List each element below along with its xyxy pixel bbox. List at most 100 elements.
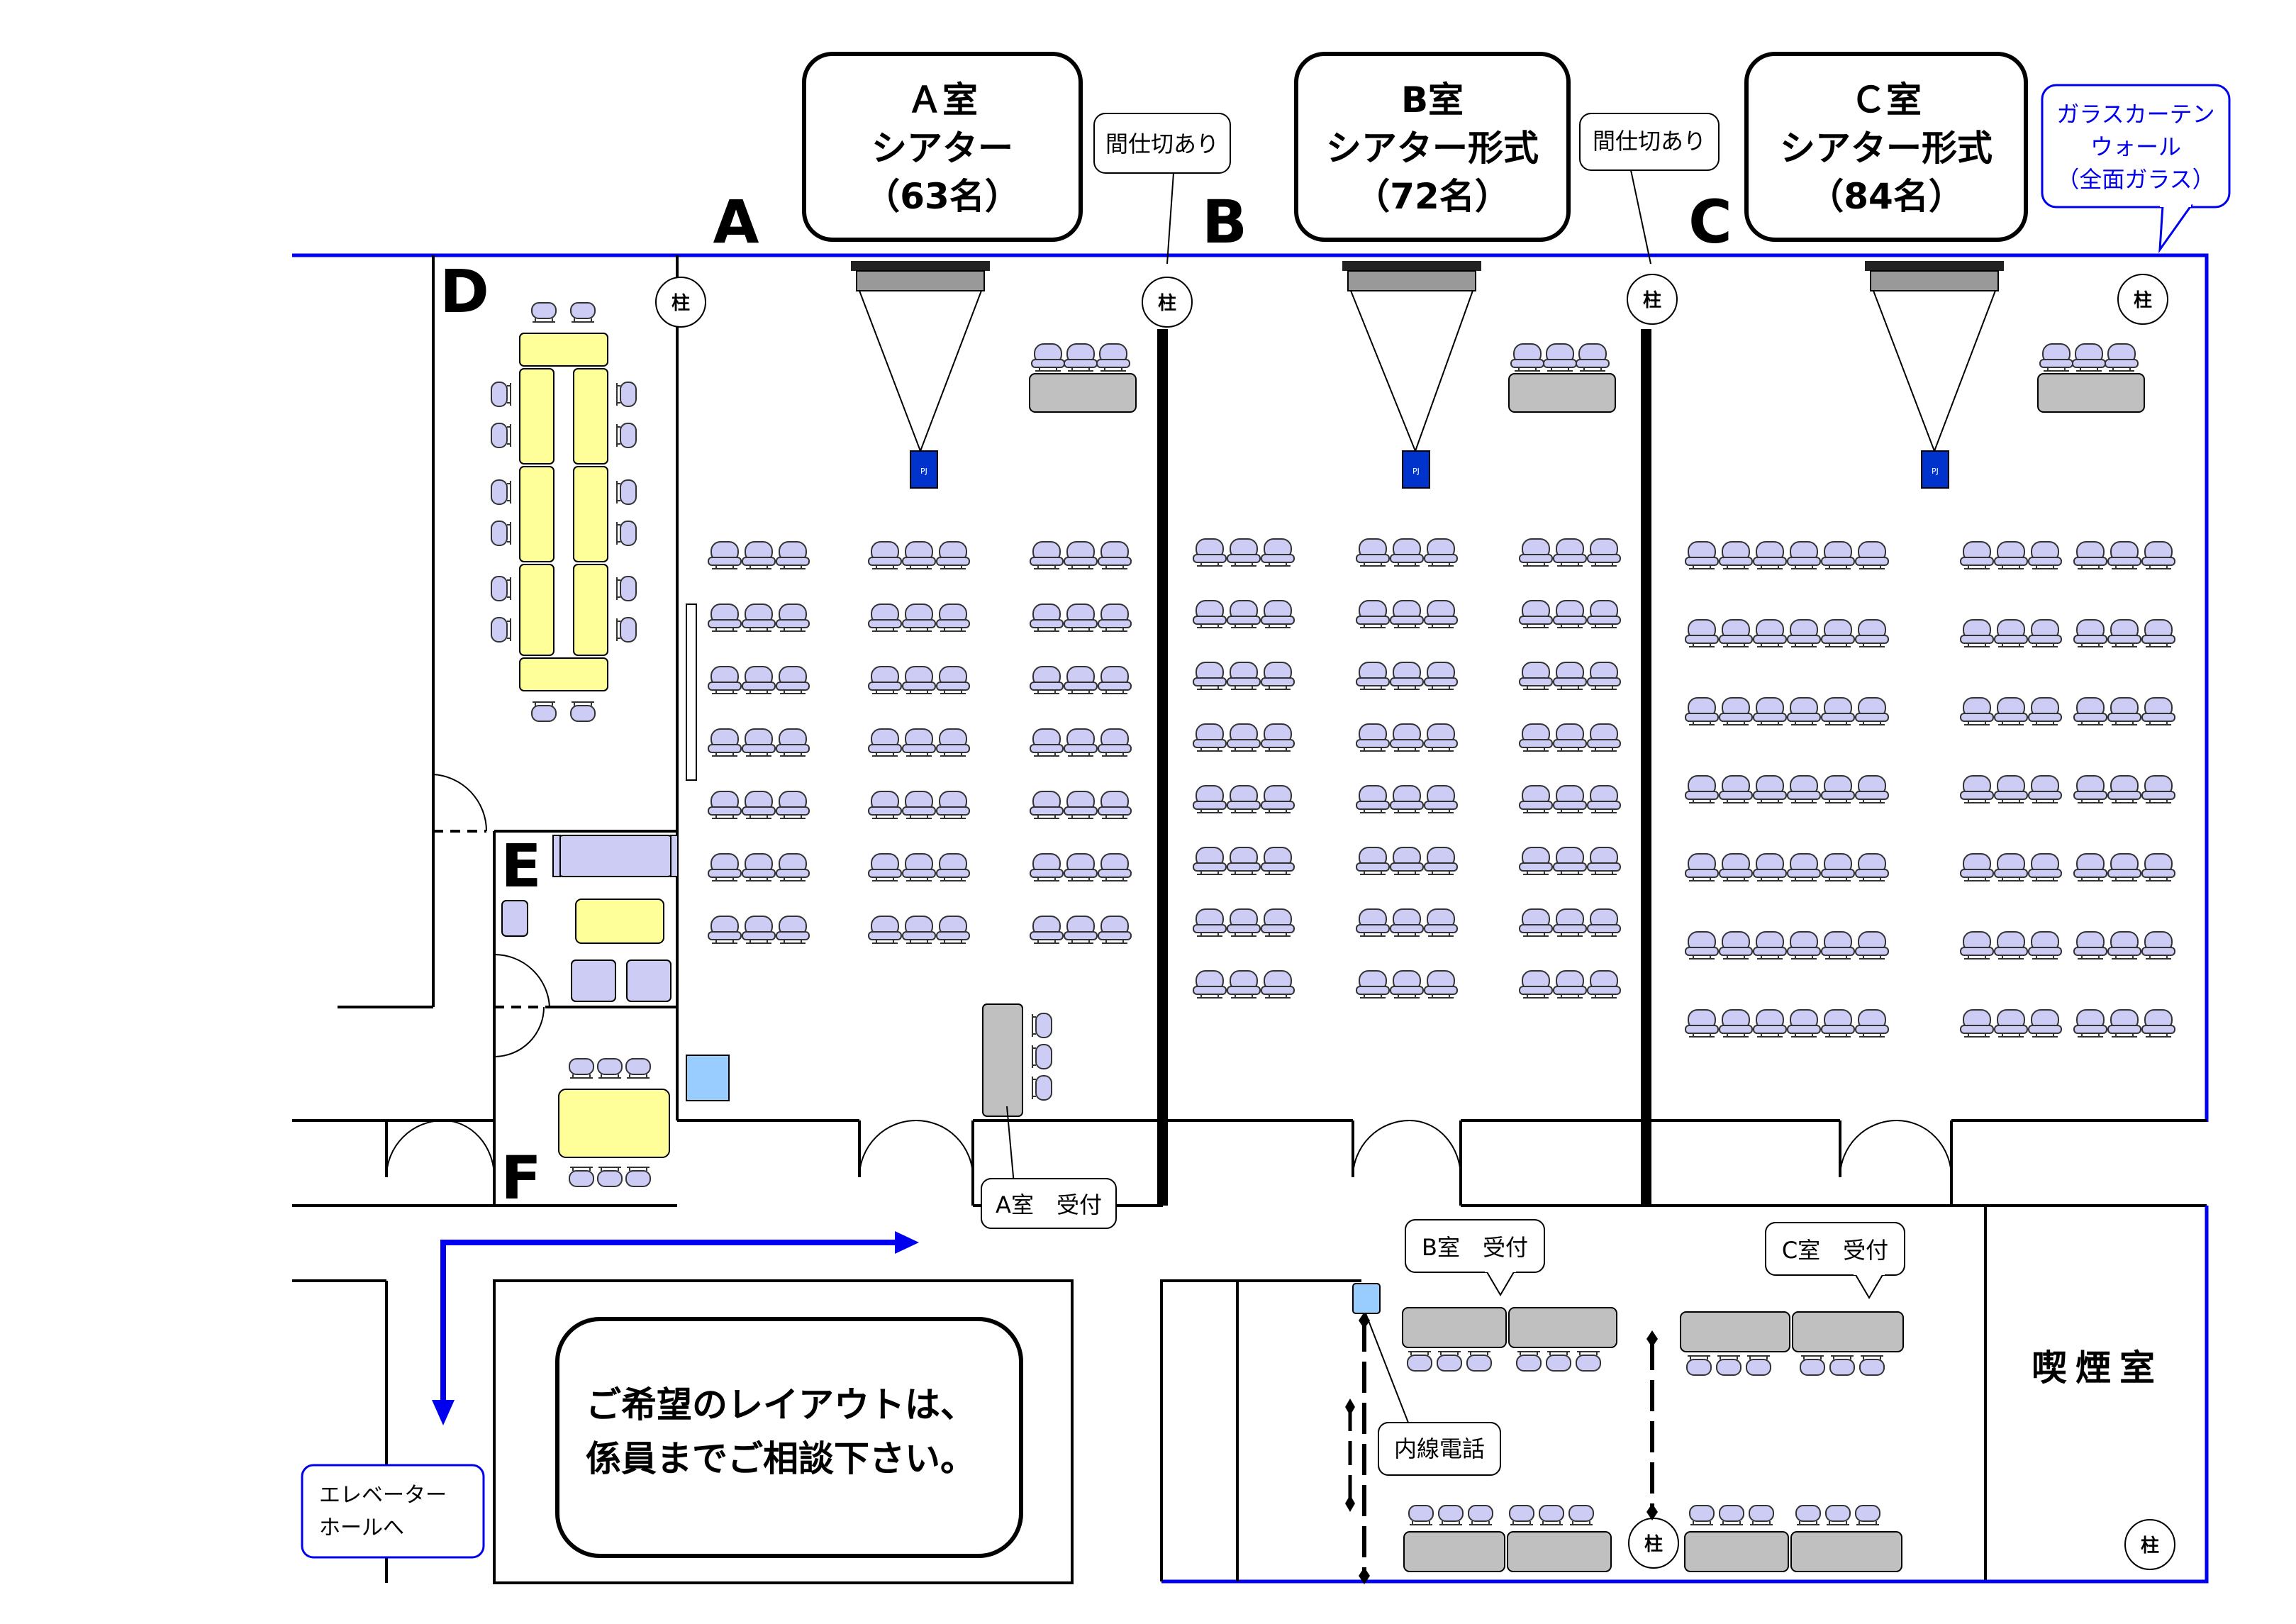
chair	[902, 604, 936, 632]
room-letter-c: C	[1688, 187, 1732, 257]
chair	[2141, 1009, 2175, 1038]
chair	[1424, 662, 1458, 690]
chair	[2107, 697, 2141, 725]
chair	[1553, 847, 1587, 875]
svg-text:ホールへ: ホールへ	[319, 1515, 404, 1540]
chair	[2141, 697, 2175, 725]
chair	[868, 916, 902, 944]
chair	[1064, 666, 1098, 694]
chair	[1753, 697, 1787, 725]
chair	[1719, 619, 1753, 647]
chair	[1855, 541, 1889, 569]
chair	[776, 791, 810, 819]
chair	[1390, 538, 1424, 567]
svg-text:ウォール: ウォール	[2090, 133, 2181, 160]
chair	[1261, 538, 1295, 567]
chair	[776, 916, 810, 944]
chair	[1030, 791, 1064, 819]
chair	[708, 853, 742, 881]
chair	[708, 541, 742, 569]
chair	[1356, 538, 1390, 567]
chair	[1685, 697, 1719, 725]
chair	[1719, 1009, 1753, 1038]
chair	[1227, 538, 1261, 567]
pillar-3: 柱	[1627, 274, 1678, 325]
chair	[902, 791, 936, 819]
partition-bc	[1641, 329, 1651, 1206]
chair	[2141, 541, 2175, 569]
chair	[1821, 1009, 1855, 1038]
chair	[1685, 775, 1719, 803]
chair	[1519, 538, 1553, 567]
chair	[1519, 847, 1553, 875]
chair	[1821, 775, 1855, 803]
chair	[1753, 619, 1787, 647]
chair	[2107, 853, 2141, 881]
chair	[1227, 662, 1261, 690]
chair	[1193, 908, 1227, 937]
chair	[868, 604, 902, 632]
chair	[1855, 931, 1889, 960]
chair	[1519, 908, 1553, 937]
partition-note-bc: 間仕切あり	[1579, 113, 1720, 265]
chair	[1227, 970, 1261, 999]
chair	[2141, 619, 2175, 647]
pillars: 柱 柱 柱 柱 柱 柱	[655, 274, 2175, 1570]
chair	[902, 728, 936, 757]
chair	[936, 728, 970, 757]
seating-room-c	[1685, 541, 2175, 1038]
svg-text:間仕切あり: 間仕切あり	[1105, 130, 1219, 157]
pillar-4: 柱	[2117, 274, 2168, 325]
chair	[1261, 600, 1295, 628]
chair	[1261, 908, 1295, 937]
chair	[1193, 847, 1227, 875]
chair	[1193, 970, 1227, 999]
chair	[1960, 931, 1994, 960]
chair	[1787, 697, 1821, 725]
chair	[1098, 604, 1132, 632]
chair	[1587, 600, 1621, 628]
chair	[1356, 847, 1390, 875]
chair	[1821, 541, 1855, 569]
chair	[1821, 619, 1855, 647]
chair	[1855, 853, 1889, 881]
chair	[1227, 908, 1261, 937]
chair	[1261, 662, 1295, 690]
chair	[1587, 662, 1621, 690]
chair	[1519, 723, 1553, 752]
chair	[1685, 931, 1719, 960]
elevator-hall-note: エレベーター ホールへ	[301, 1464, 485, 1559]
chair	[1390, 908, 1424, 937]
chair	[1098, 916, 1132, 944]
chair	[1064, 604, 1098, 632]
chair	[1098, 853, 1132, 881]
chair	[1685, 619, 1719, 647]
chair	[1960, 619, 1994, 647]
svg-text:シアター: シアター	[871, 128, 1013, 169]
chair	[1519, 970, 1553, 999]
chair	[1855, 697, 1889, 725]
svg-text:柱: 柱	[1158, 293, 1176, 314]
chair	[2073, 853, 2107, 881]
chair	[1719, 697, 1753, 725]
chair	[1587, 723, 1621, 752]
chair	[1994, 775, 2028, 803]
chair	[1390, 723, 1424, 752]
chair	[1424, 785, 1458, 813]
chair	[776, 604, 810, 632]
chair	[1030, 666, 1064, 694]
chair	[936, 604, 970, 632]
svg-text:シアター形式: シアター形式	[1326, 128, 1539, 169]
chair	[1030, 853, 1064, 881]
reception-c: C室 受付	[1680, 1222, 1905, 1376]
chair	[1855, 775, 1889, 803]
chair	[936, 916, 970, 944]
chair	[1390, 600, 1424, 628]
chair	[936, 853, 970, 881]
chair	[742, 916, 776, 944]
chair	[1424, 600, 1458, 628]
chair	[902, 666, 936, 694]
svg-text:PJ: PJ	[920, 467, 927, 476]
svg-text:ご希望のレイアウトは、: ご希望のレイアウトは、	[586, 1384, 976, 1425]
svg-text:エレベーター: エレベーター	[319, 1483, 447, 1508]
